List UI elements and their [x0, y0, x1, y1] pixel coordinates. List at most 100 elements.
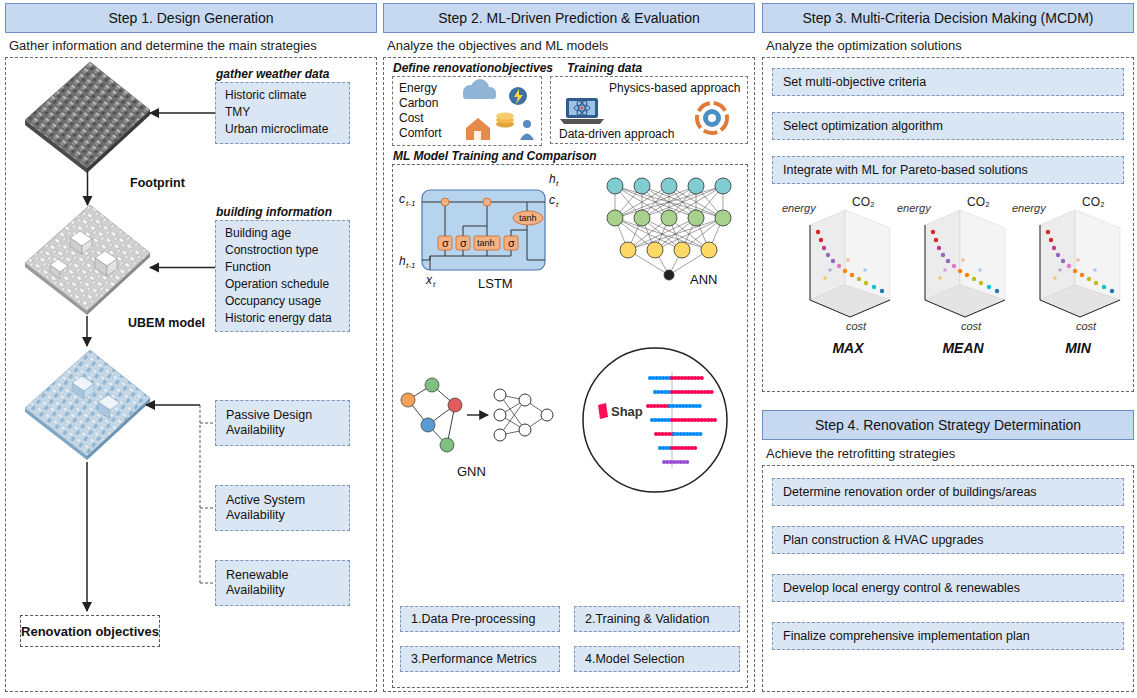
ann-network-part-part [664, 270, 674, 280]
training-icons-part [575, 100, 588, 117]
box-text: Develop local energy control & renewable… [783, 581, 1020, 596]
pareto-plot [810, 210, 1120, 317]
lstm-cell-part [422, 190, 545, 270]
group-heading: Define renovationobjectives [393, 61, 553, 75]
lstm-cell-part [513, 211, 543, 225]
box-text: Plan construction & HVAC upgrades [783, 533, 984, 548]
ann-network-part-part [701, 242, 717, 258]
header-text: Step 3. Multi-Criteria Decision Making (… [803, 10, 1094, 26]
panel-subtitle: Analyze the objectives and ML models [387, 38, 608, 53]
box-text: Renewable Availability [226, 568, 339, 598]
box-text: Integrate with ML for Pareto-based solut… [783, 163, 1028, 178]
shap-plot-part-part [672, 390, 712, 394]
objective-icons-part [520, 134, 534, 141]
gnn-graph-part [425, 378, 439, 392]
shap-plot-part-part [655, 390, 672, 394]
connector-arrow [150, 267, 215, 269]
objective-icons-part [496, 113, 514, 120]
gnn-graph [401, 378, 553, 452]
ubem-model-map-part [25, 205, 150, 311]
step-header: Step 1. Design Generation [5, 3, 377, 33]
lstm-cell-part [438, 236, 452, 250]
gnn-graph-part [467, 414, 488, 415]
gnn-graph-part [500, 395, 547, 435]
axis-label: energy [1012, 202, 1046, 215]
ubem-model-map-part [70, 238, 82, 254]
renovation-map-part [25, 350, 150, 456]
renovation-map-part [84, 384, 94, 399]
signal-name: x [426, 273, 432, 287]
box-text: Active System Availability [226, 493, 339, 523]
logo-text: Shap [611, 404, 643, 419]
bracket-part [200, 405, 215, 583]
ann-network-part [615, 186, 723, 275]
list-item: Energy [399, 81, 535, 96]
process-box: Active System Availability [215, 485, 350, 531]
shap-plot-part [648, 378, 715, 462]
group-heading: Training data [567, 61, 642, 75]
gate-symbol: σ [460, 236, 467, 250]
ubem-model-map [25, 205, 150, 315]
objective-icons [463, 79, 534, 140]
ann-network-part-part [634, 178, 650, 194]
shap-plot-part-part [672, 446, 696, 450]
list-item: Constroction type [225, 242, 340, 259]
axis-label: cost [961, 320, 981, 333]
ann-network-part-part [634, 210, 650, 226]
signal-subscript: t-1 [406, 261, 415, 271]
lstm-cell-part [441, 198, 449, 206]
training-icons-part [580, 106, 583, 109]
process-box: 2.Training & Validation [574, 606, 740, 632]
gnn-graph-part [519, 424, 531, 436]
gate-symbol: σ [508, 236, 515, 250]
training-icons-part [560, 119, 604, 124]
process-box: 4.Model Selection [574, 646, 740, 672]
box-text: 4.Model Selection [585, 652, 684, 667]
gnn-graph-part [440, 438, 454, 452]
list-item: Comfort [399, 126, 535, 141]
process-box: Renewable Availability [215, 560, 350, 606]
flow-arrow-part [146, 404, 200, 406]
step-header: Step 2. ML-Driven Prediction & Evaluatio… [383, 3, 755, 33]
plot-caption: MAX [832, 340, 863, 357]
signal-name: c [549, 193, 555, 207]
process-box: 1.Data Pre-processing [400, 606, 560, 632]
group-text: Physics-based approach [609, 81, 740, 95]
axis-label: CO₂ [852, 196, 875, 209]
ann-network-part [607, 178, 731, 280]
ann-network-part-part [674, 242, 690, 258]
gate-symbol: tanh [519, 213, 537, 224]
step-panel: Achieve the retrofitting strategiesDeter… [762, 465, 1134, 692]
ann-network [607, 178, 731, 280]
list-item: Building age [225, 225, 340, 242]
footprint-map [25, 62, 150, 173]
gnn-graph-part [494, 389, 506, 401]
signal-subscript: t-1 [406, 199, 415, 209]
panel-subtitle: Achieve the retrofitting strategies [766, 446, 955, 461]
shap-plot-part-part [652, 418, 672, 422]
shap-plot [583, 348, 727, 492]
map-image: UBEM model [25, 205, 150, 315]
group-text: Data-driven approach [559, 127, 674, 141]
box-text: Determine renovation order of buildings/… [783, 485, 1037, 500]
ann-network-part-part [688, 210, 704, 226]
pareto-plot-part [810, 210, 890, 317]
box-text: 3.Performance Metrics [411, 652, 537, 667]
ann-network-part-part [715, 210, 731, 226]
gnn-graph-part [541, 409, 553, 421]
shap-plot-part-part [656, 432, 674, 436]
objective-icons-part [474, 131, 481, 140]
group-heading: ML Model Training and Comparison [393, 149, 597, 163]
process-box: Passive Design Availability [215, 400, 350, 446]
footprint-map-part [25, 62, 150, 168]
lstm-cell-part [422, 202, 545, 270]
panel-subtitle: Analyze the optimization solutions [766, 38, 962, 53]
list-item: Historic climate [225, 87, 340, 104]
lstm-cell-part [456, 236, 470, 250]
lstm-cell-part [504, 236, 518, 250]
image-label: UBEM model [128, 316, 205, 330]
flow-arrow-part [86, 462, 88, 611]
dashed-group: Define renovationobjectivesEnergyCarbonC… [392, 76, 542, 146]
lstm-cell [422, 190, 545, 270]
training-icons-part [703, 109, 721, 127]
